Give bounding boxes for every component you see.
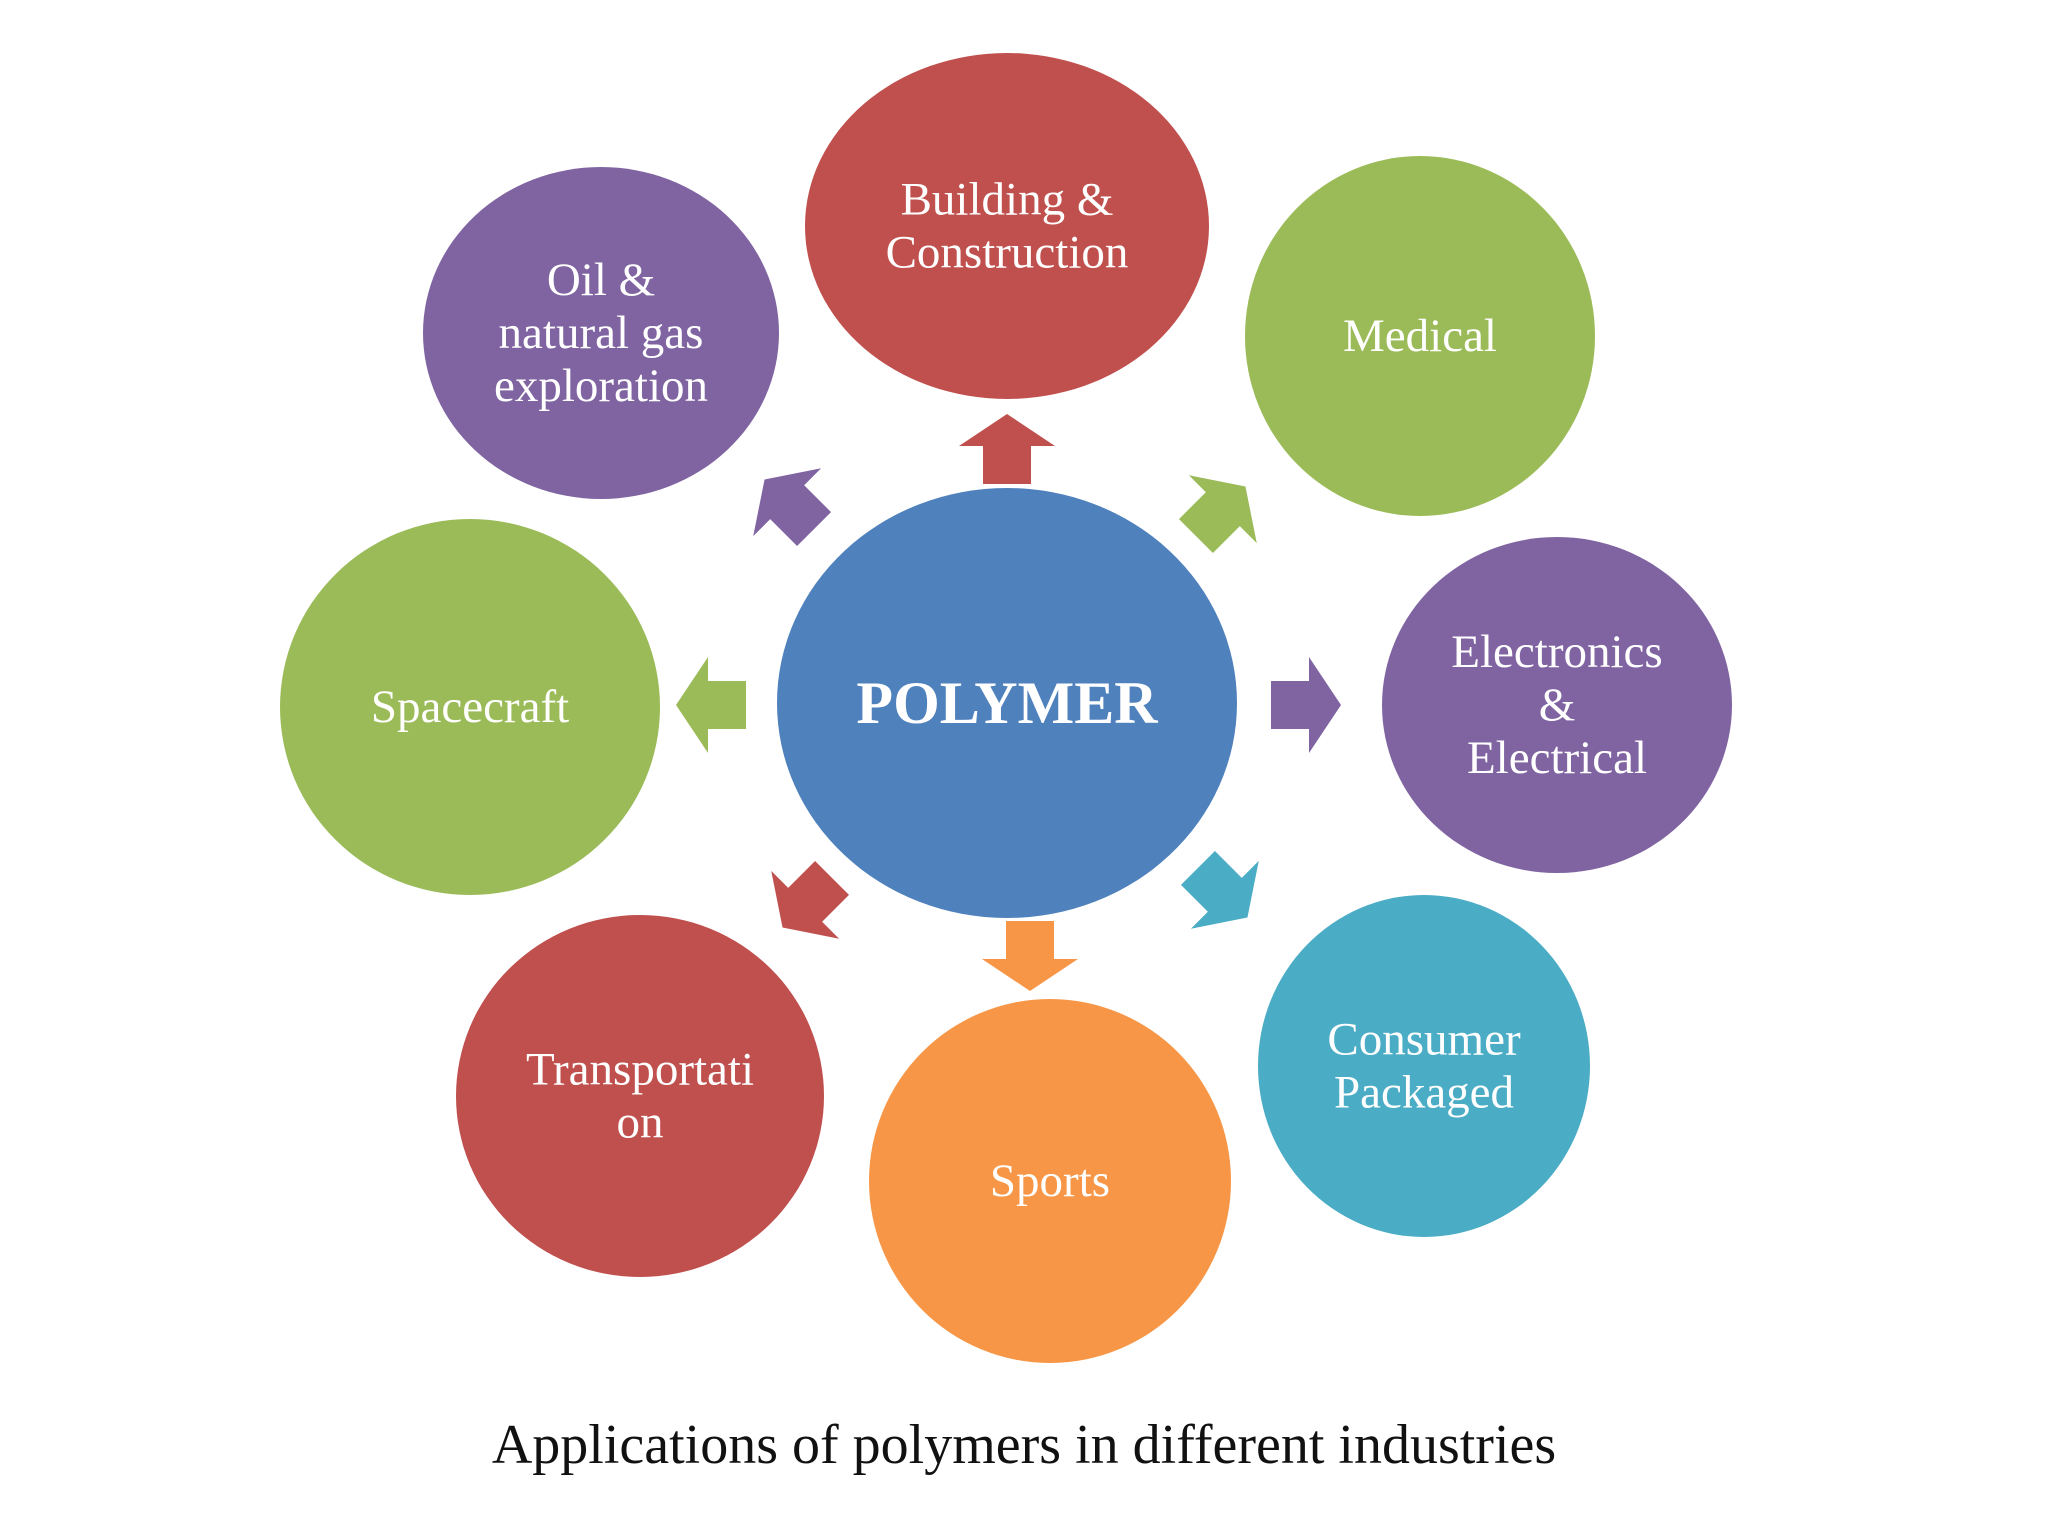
node-label-medical-line-0: Medical xyxy=(1343,310,1497,362)
center-node: POLYMER xyxy=(777,488,1237,918)
arrow-to-consumer xyxy=(1180,850,1259,929)
node-label-electronics-line-1: & xyxy=(1539,679,1576,731)
arrow-to-spacecraft xyxy=(676,657,746,753)
node-label-electronics-line-2: Electrical xyxy=(1467,732,1647,784)
node-circle-medical xyxy=(1245,156,1595,516)
node-label-electronics-line-0: Electronics xyxy=(1451,626,1662,678)
node-label-building-line-1: Construction xyxy=(886,227,1129,279)
arrow-to-sports xyxy=(982,921,1078,991)
center-circle xyxy=(777,488,1237,918)
node-circle-transportation xyxy=(456,915,824,1277)
node-spacecraft: Spacecraft xyxy=(280,519,660,895)
node-label-oil-gas-line-0: Oil & xyxy=(547,254,655,306)
node-sports: Sports xyxy=(869,999,1231,1363)
node-circle-sports xyxy=(869,999,1231,1363)
node-label-spacecraft-line-0: Spacecraft xyxy=(371,681,569,733)
arrows-layer xyxy=(676,414,1341,991)
arrow-to-electronics xyxy=(1271,657,1341,753)
node-label-building-line-0: Building & xyxy=(901,174,1114,226)
node-circle-oil-gas xyxy=(423,167,779,499)
nodes-layer: Building &ConstructionMedicalElectronics… xyxy=(280,53,1732,1363)
arrow-to-transportation xyxy=(771,860,850,939)
arrow-to-oil-gas xyxy=(753,468,832,547)
node-electronics: Electronics&Electrical xyxy=(1382,537,1732,873)
node-label-consumer-line-0: Consumer xyxy=(1327,1014,1521,1066)
arrow-to-building xyxy=(959,414,1055,484)
node-circle-building xyxy=(805,53,1209,399)
center-label: POLYMER xyxy=(856,670,1158,736)
diagram-caption: Applications of polymers in different in… xyxy=(491,1414,1557,1476)
node-medical: Medical xyxy=(1245,156,1595,516)
node-label-sports-line-0: Sports xyxy=(990,1155,1110,1207)
arrow-to-medical xyxy=(1178,475,1257,554)
node-label-oil-gas-line-2: exploration xyxy=(494,360,708,412)
node-circle-spacecraft xyxy=(280,519,660,895)
node-label-transportation-line-0: Transportati xyxy=(526,1044,754,1096)
node-label-transportation-line-1: on xyxy=(617,1097,664,1149)
node-building: Building &Construction xyxy=(805,53,1209,399)
node-circle-electronics xyxy=(1382,537,1732,873)
node-label-oil-gas-line-1: natural gas xyxy=(499,307,704,359)
node-label-consumer-line-1: Packaged xyxy=(1334,1067,1514,1119)
node-circle-consumer xyxy=(1258,895,1590,1237)
